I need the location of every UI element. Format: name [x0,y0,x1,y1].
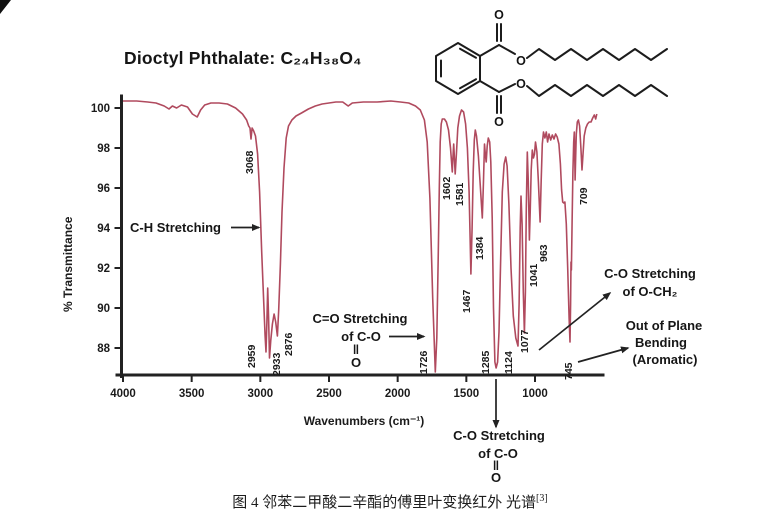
peak-label-1581: 1581 [454,182,466,206]
svg-text:3000: 3000 [248,388,274,400]
svg-text:92: 92 [97,263,110,275]
scan-artifact [0,0,11,14]
axes [115,94,605,378]
peak-label-2876: 2876 [283,332,295,356]
x-axis-ticks: 4000 3500 3000 2500 2000 1500 1000 [110,375,548,400]
svg-text:of C-O: of C-O [478,446,518,461]
figure-caption: 图 4 邻苯二甲酸二辛酯的傅里叶变换红外 光谱[3] [160,491,620,512]
x-axis-label: Wavenumbers (cm⁻¹) [304,414,425,428]
y-axis-ticks: 100 98 96 94 92 90 88 [91,103,121,355]
svg-text:Bending: Bending [635,335,687,350]
peak-label-2933: 2933 [271,352,283,376]
ester-oxygen-atom-top: O [516,54,526,68]
svg-text:‖: ‖ [353,342,359,357]
ester-oxygen-atom-bottom: O [516,77,526,91]
peak-label-1285: 1285 [480,350,492,374]
svg-text:C-O Stretching: C-O Stretching [604,266,696,281]
spectrum-curve [123,100,598,373]
svg-text:94: 94 [97,223,110,235]
svg-text:of C-O: of C-O [341,329,381,344]
molecule-structure: O O O O [435,8,668,129]
peak-label-1602: 1602 [441,176,453,200]
peak-label-1124: 1124 [503,351,515,374]
svg-text:4000: 4000 [110,388,136,400]
figure-title: Dioctyl Phthalate: C₂₄H₃₈O₄ [124,48,362,68]
svg-text:2500: 2500 [316,388,342,400]
svg-text:90: 90 [97,303,110,315]
peak-label-745: 745 [563,362,575,380]
annotation-c-o-stretching-of-o-ch2: C-O Stretching of O-CH₂ [538,266,696,351]
ester-group-top [479,23,516,57]
carbonyl-oxygen-atom-bottom: O [494,115,504,129]
annotation-c-h-stretching: C-H Stretching [130,220,261,235]
svg-text:C-O Stretching: C-O Stretching [453,428,545,443]
peak-label-1467: 1467 [461,289,473,313]
peak-label-3068: 3068 [244,150,256,174]
svg-text:C-H Stretching: C-H Stretching [130,220,221,235]
annotation-c-o-stretching-of-ester-below-axis: C-O Stretching of C-O‖O [453,379,545,485]
svg-text:O: O [491,470,501,485]
svg-text:1500: 1500 [454,388,480,400]
peak-label-963: 963 [538,244,550,262]
aromatic-double-bonds [440,47,477,90]
carbonyl-oxygen-atom-top: O [494,8,504,22]
svg-text:96: 96 [97,183,110,195]
peak-label-2959: 2959 [246,344,258,368]
svg-text:88: 88 [97,343,110,355]
caption-text: 图 4 邻苯二甲酸二辛酯的傅里叶变换红外 光谱 [232,495,537,511]
annotation-c=o-stretching-of-ester: C=O Stretching of C-O‖O [313,311,426,370]
svg-text:Out of Plane: Out of Plane [626,318,703,333]
peak-label-1384: 1384 [474,236,486,260]
y-axis-label: % Transmittance [61,216,75,312]
svg-text:C=O Stretching: C=O Stretching [313,311,408,326]
svg-text:O: O [351,355,361,370]
peak-label-1726: 1726 [418,350,430,374]
svg-text:(Aromatic): (Aromatic) [632,352,697,367]
peak-label-1077: 1077 [519,329,531,353]
peak-label-709: 709 [578,187,590,205]
svg-text:1000: 1000 [522,388,548,400]
octyl-chain-top [526,48,668,61]
benzene-ring [435,42,481,95]
svg-text:98: 98 [97,143,110,155]
caption-reference: [3] [536,493,548,504]
svg-text:3500: 3500 [179,388,205,400]
svg-text:100: 100 [91,103,110,115]
svg-text:2000: 2000 [385,388,411,400]
ester-group-bottom [479,80,516,114]
svg-text:of O-CH₂: of O-CH₂ [623,284,678,299]
peak-label-1041: 1041 [528,263,540,287]
svg-text:‖: ‖ [493,458,499,473]
octyl-chain-bottom [526,84,668,97]
